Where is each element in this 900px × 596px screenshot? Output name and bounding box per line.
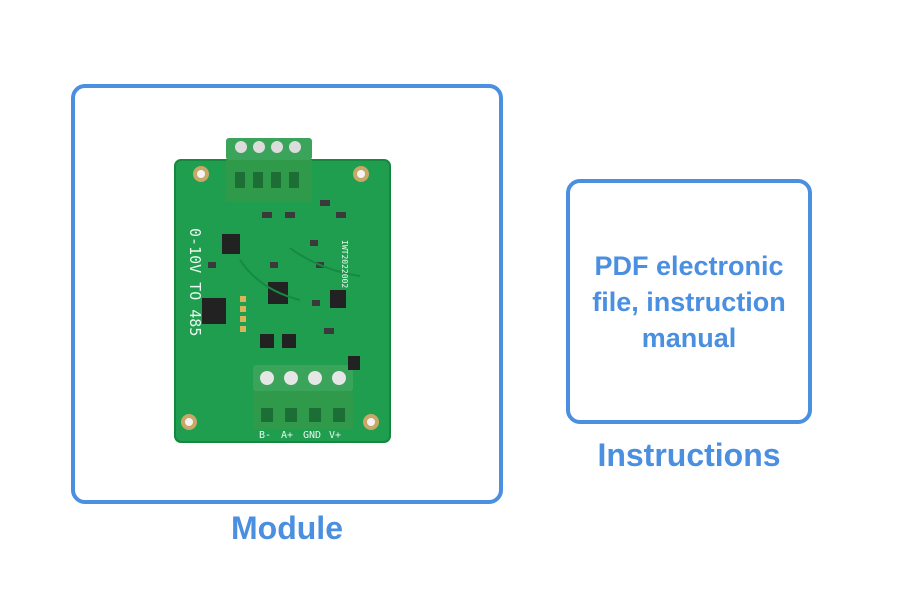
mounting-hole — [193, 166, 209, 182]
terminal-label-a-plus: A+ — [281, 430, 293, 441]
pcb-trace — [289, 247, 361, 277]
mounting-hole — [181, 414, 197, 430]
board-label: 0-10V TO 485 — [186, 228, 204, 336]
terminal-label-b-minus: B- — [259, 430, 271, 441]
ic-chip — [202, 298, 226, 324]
ic-chip — [330, 290, 346, 308]
ic-chip — [348, 356, 360, 370]
mounting-hole — [363, 414, 379, 430]
instructions-description: PDF electronic file, instruction manual — [592, 250, 786, 353]
instructions-frame: PDF electronic file, instruction manual — [566, 179, 812, 424]
top-terminal-block — [226, 138, 312, 202]
instructions-caption: Instructions — [597, 437, 781, 473]
header-pins — [240, 296, 246, 332]
terminal-label-v-plus: V+ — [329, 430, 341, 441]
ic-chip — [222, 234, 240, 254]
pcb-trace — [239, 259, 301, 301]
bottom-terminal-block — [253, 365, 353, 429]
ic-chip — [260, 334, 274, 348]
module-caption: Module — [231, 510, 343, 546]
ic-chip — [282, 334, 296, 348]
terminal-label-gnd: GND — [303, 430, 321, 441]
passive-components — [208, 200, 346, 334]
board-code: IWT2022002 — [340, 240, 349, 288]
mounting-hole — [353, 166, 369, 182]
